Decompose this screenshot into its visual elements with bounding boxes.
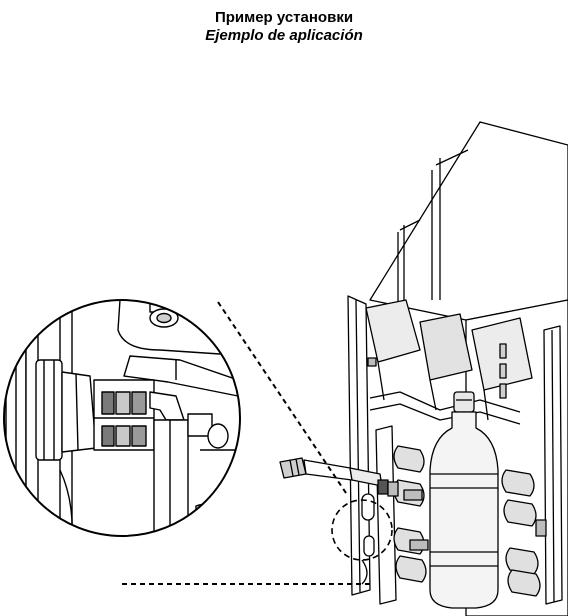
detail-marker-circle xyxy=(331,499,393,561)
magnified-detail xyxy=(3,299,241,537)
right-clamps xyxy=(501,469,547,597)
cable-clamps xyxy=(393,445,429,583)
title-spanish: Ejemplo de aplicación xyxy=(205,27,363,44)
channel-profile-left xyxy=(365,299,421,363)
main-assembly xyxy=(279,121,568,616)
front-bracket xyxy=(375,425,397,605)
title-block: Пример установки Ejemplo de aplicación xyxy=(0,9,568,45)
cable-gland xyxy=(279,457,399,497)
magnifier-outline xyxy=(3,299,241,537)
leader-line-top xyxy=(217,301,349,497)
title-russian: Пример установки xyxy=(214,9,354,26)
housing-top xyxy=(369,121,568,321)
channel-profile-mid xyxy=(419,313,473,381)
left-plate xyxy=(347,295,371,596)
bottle xyxy=(429,391,499,609)
